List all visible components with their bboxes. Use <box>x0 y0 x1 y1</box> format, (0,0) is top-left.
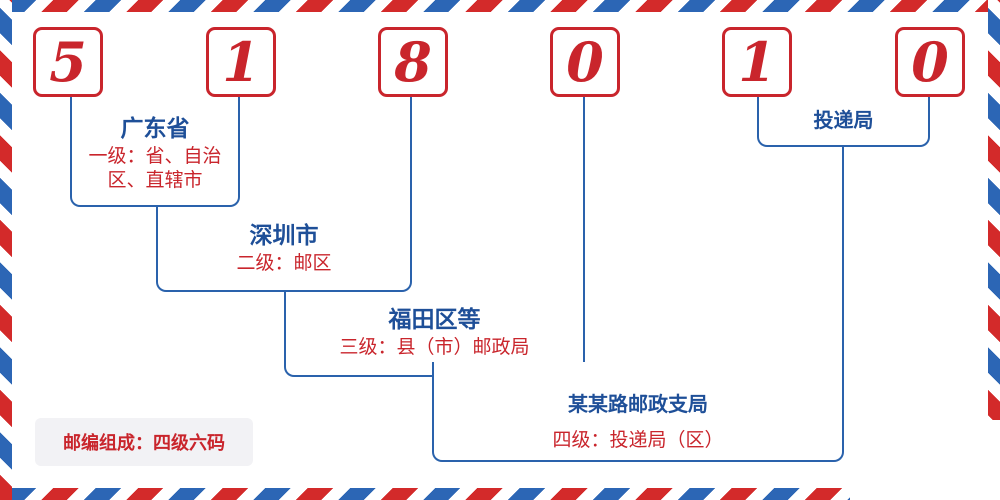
level3-desc: 三级：县（市）邮政局 <box>339 336 530 358</box>
legend-text: 邮编组成：四级六码 <box>63 433 225 454</box>
connector-digit5 <box>842 147 844 363</box>
composition-legend: 邮编组成：四级六码 <box>35 418 253 466</box>
level4-box: 某某路邮政支局 四级：投递局（区） <box>432 362 844 462</box>
postcode-digit-2: 1 <box>206 27 276 97</box>
level3-place: 福田区等 <box>388 306 481 333</box>
postcode-digit-3: 8 <box>378 27 448 97</box>
postcode-digit-1: 5 <box>33 27 103 97</box>
postcode-digit-6: 0 <box>895 27 965 97</box>
level2-place: 深圳市 <box>249 222 319 249</box>
level1-desc: 一级：省、自治区、直辖市 <box>88 145 222 191</box>
level2-desc: 二级：邮区 <box>236 252 332 274</box>
airmail-border-left <box>0 0 12 500</box>
postcode-digit-4: 0 <box>550 27 620 97</box>
airmail-border-bottom <box>0 488 1000 500</box>
postcode-digit-5: 1 <box>722 27 792 97</box>
level4-place: 某某路邮政支局 <box>568 392 708 416</box>
level1-place: 广东省 <box>120 115 190 142</box>
delivery-box: 投递局 <box>757 97 930 147</box>
corner-blank <box>850 420 1000 500</box>
airmail-border-top <box>0 0 1000 12</box>
level1-box: 广东省 一级：省、自治区、直辖市 <box>70 97 240 207</box>
airmail-border-right <box>988 0 1000 500</box>
level4-desc: 四级：投递局（区） <box>552 429 724 451</box>
delivery-place: 投递局 <box>813 108 874 132</box>
